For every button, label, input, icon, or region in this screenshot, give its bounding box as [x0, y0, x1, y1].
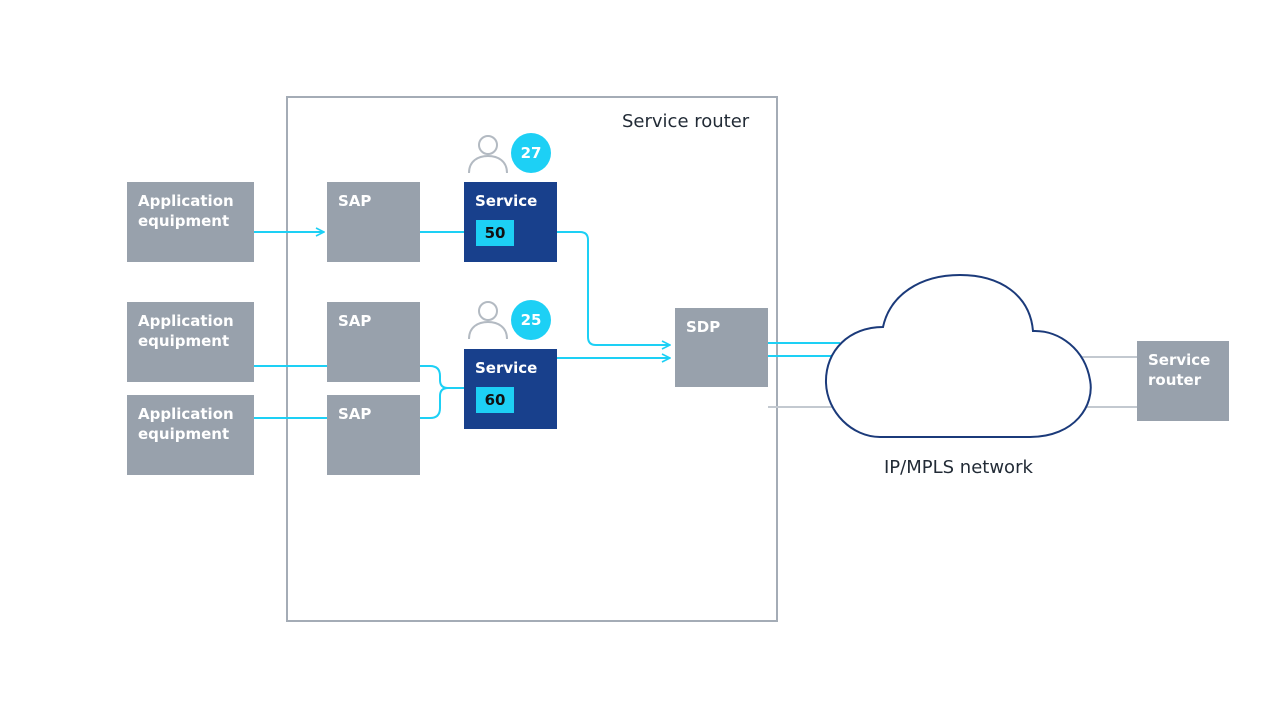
service-router-frame	[286, 96, 778, 622]
person-icon	[468, 135, 508, 174]
sap-3: SAP	[327, 395, 420, 475]
service-router-title: Service router	[622, 111, 750, 132]
link-service50-sdp	[557, 231, 670, 345]
remote-service-router: Service router	[1137, 341, 1229, 421]
sdp: SDP	[675, 308, 768, 387]
sap-2: SAP	[327, 302, 420, 382]
customer-count-badge-27: 27	[511, 133, 551, 173]
application-equipment-3: Application equipment	[127, 395, 254, 475]
application-equipment-1: Application equipment	[127, 182, 254, 262]
customer-count-badge-25: 25	[511, 300, 551, 340]
person-icon	[468, 301, 508, 340]
cloud-icon	[824, 273, 1092, 438]
sap-1: SAP	[327, 182, 420, 262]
service-60-label: Service	[475, 359, 538, 377]
service-60-id-badge: 60	[476, 387, 514, 413]
application-equipment-2: Application equipment	[127, 302, 254, 382]
link-app3-sap3	[254, 387, 464, 419]
ip-mpls-network-label: IP/MPLS network	[884, 457, 1033, 478]
service-50-label: Service	[475, 192, 538, 210]
service-50-id-badge: 50	[476, 220, 514, 246]
